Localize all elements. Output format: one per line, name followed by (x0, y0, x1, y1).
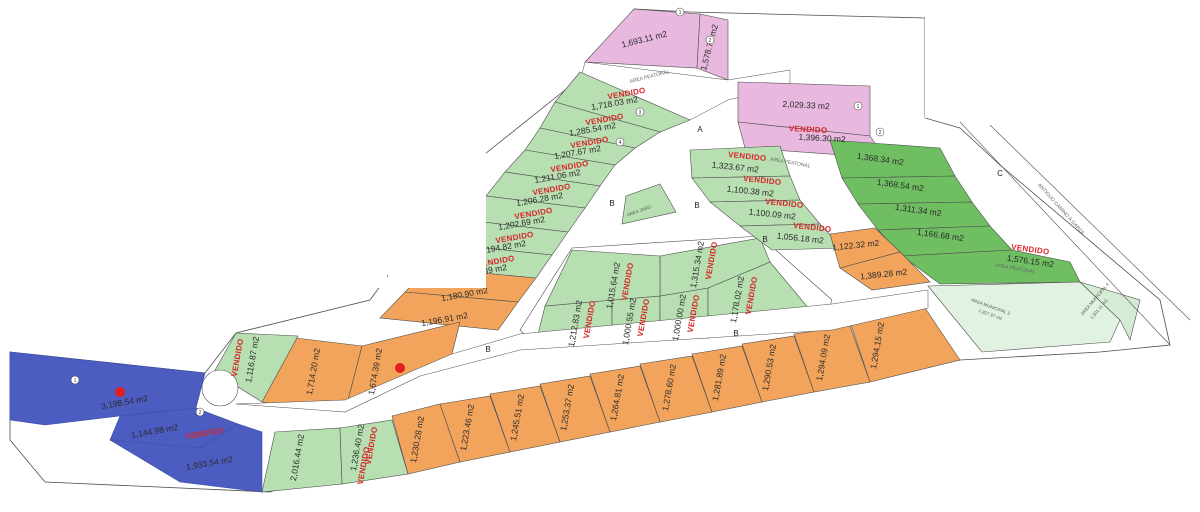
lot-right-11[interactable] (901, 249, 1081, 285)
watermark-box (925, 0, 1200, 118)
lot-area-label: 1,389.28 m2 (860, 267, 908, 282)
lot-area-label: 1,396.30 m2 (798, 132, 846, 144)
lot-tri-6[interactable] (544, 249, 661, 307)
road-letter-c: C (997, 169, 1003, 178)
lot-number-badge (195, 407, 205, 417)
lot-number-badge (853, 101, 863, 111)
lot-number-badge (675, 7, 685, 17)
sold-label: VENDIDO (789, 124, 828, 135)
lot-area-label: 1,122.32 m2 (832, 238, 880, 253)
lot-number: 2 (879, 130, 882, 136)
lot-number-badge (635, 107, 645, 117)
lot-number: 3 (639, 110, 642, 116)
road-letter-b: B (733, 329, 738, 338)
marker-pin[interactable] (395, 363, 405, 373)
sold-label: VENDIDO (743, 174, 782, 187)
lot-number: 1 (857, 104, 860, 110)
sold-label: VENDIDO (728, 150, 767, 163)
lot-number-badge (615, 137, 625, 147)
lot-number-badge (705, 35, 715, 45)
road-letter-b: B (694, 201, 699, 210)
lot-number-badge (875, 127, 885, 137)
lot-area-label: 1,323.67 m2 (711, 160, 759, 175)
lot-area-label: 2,029.33 m2 (782, 99, 830, 111)
area-municipal-3 (927, 281, 1121, 353)
lot-number: 2 (199, 410, 202, 416)
lot-left-12[interactable] (379, 291, 519, 331)
road-letter-b: B (485, 345, 490, 354)
cul-de-sac (201, 369, 239, 407)
road-letter-b: B (762, 235, 767, 244)
watermark-box (12, 4, 387, 288)
watermark-box (388, 28, 486, 288)
sold-label: VENDIDO (765, 197, 804, 210)
lot-area-label: 1,100.09 m2 (748, 207, 796, 222)
lot-right-13[interactable] (839, 251, 931, 291)
road-letter-b: B (609, 199, 614, 208)
lot-area-label: 1,100.38 m2 (726, 184, 774, 199)
bottom-row (261, 307, 961, 493)
road-letter-a: A (697, 125, 703, 134)
road-b (235, 289, 929, 413)
sold-label: VENDIDO (793, 221, 832, 234)
street-c-line (959, 121, 1171, 346)
watermark-box (862, 402, 1114, 507)
lot-number-badge (70, 375, 80, 385)
lot-area-label: 1,056.18 m2 (776, 231, 824, 246)
lot-number: 4 (619, 140, 622, 146)
marker-pin[interactable] (115, 387, 125, 397)
lot-number: 2 (709, 38, 712, 44)
area-municipal-4 (1079, 281, 1141, 341)
street-c-line-2 (989, 124, 1191, 321)
lot-blue-3[interactable] (109, 423, 263, 493)
lot-number: 1 (679, 10, 682, 16)
island (621, 183, 677, 225)
lot-number: 1 (74, 378, 77, 384)
